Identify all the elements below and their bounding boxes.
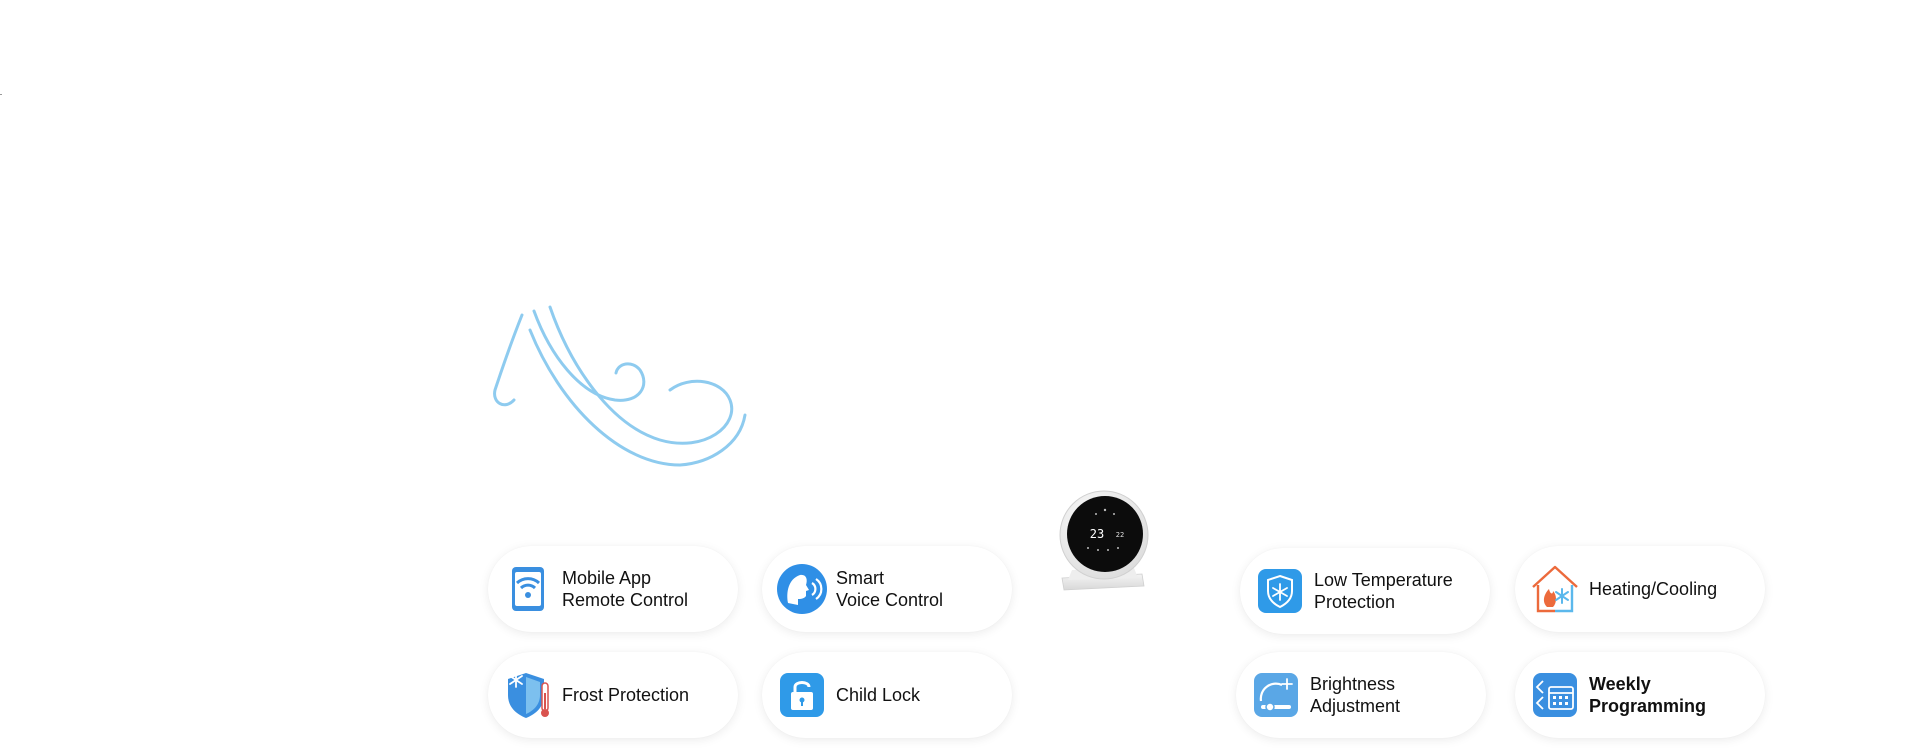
feature-label-line1: Weekly <box>1589 674 1651 694</box>
feature-label-line1: Brightness <box>1310 674 1396 694</box>
feature-card-voice-control: Smart Voice Control <box>762 546 1012 632</box>
feature-label-line1: Mobile App <box>562 568 652 588</box>
mobile-wifi-icon <box>502 563 554 615</box>
feature-card-child-lock: Child Lock <box>762 652 1012 738</box>
feature-card-mobile-app: Mobile App Remote Control <box>488 546 738 632</box>
feature-label-line2: Remote Control <box>562 590 689 610</box>
feature-label: Frost Protection <box>562 684 689 706</box>
brightness-icon <box>1250 669 1302 721</box>
frost-shield-thermometer-icon <box>502 669 554 721</box>
feature-label: Low Temperature Protection <box>1314 569 1453 613</box>
voice-icon <box>776 563 828 615</box>
shield-snowflake-icon <box>1254 565 1306 617</box>
edge-mark <box>0 94 2 95</box>
feature-label-line2: Protection <box>1314 592 1396 612</box>
feature-label-line2: Programming <box>1589 696 1707 716</box>
feature-label-line1: Child Lock <box>836 685 921 705</box>
feature-card-weekly-programming: Weekly Programming <box>1515 652 1765 738</box>
device-set-readout: 22 <box>1116 531 1124 539</box>
calendar-icon <box>1529 669 1581 721</box>
feature-label-line1: Heating/Cooling <box>1589 579 1718 599</box>
lock-icon <box>776 669 828 721</box>
feature-label: Weekly Programming <box>1589 673 1706 717</box>
feature-label: Smart Voice Control <box>836 567 943 611</box>
feature-label: Brightness Adjustment <box>1310 673 1400 717</box>
feature-label: Mobile App Remote Control <box>562 567 688 611</box>
feature-label-line1: Smart <box>836 568 885 588</box>
wind-swirl-icon <box>493 305 747 467</box>
feature-card-brightness: Brightness Adjustment <box>1236 652 1486 738</box>
feature-label-line2: Adjustment <box>1310 696 1401 716</box>
feature-label-line2: Voice Control <box>836 590 944 610</box>
feature-card-frost-protection: Frost Protection <box>488 652 738 738</box>
feature-card-heating-cooling: Heating/Cooling <box>1515 546 1765 632</box>
feature-label-line1: Frost Protection <box>562 685 690 705</box>
feature-label: Heating/Cooling <box>1589 578 1717 600</box>
thermostat-device-image: 23 22 <box>1059 490 1149 591</box>
feature-label-line1: Low Temperature <box>1314 570 1453 590</box>
device-temp-readout: 23 <box>1090 527 1104 541</box>
house-flame-snowflake-icon <box>1529 563 1581 615</box>
feature-label: Child Lock <box>836 684 920 706</box>
feature-card-low-temperature: Low Temperature Protection <box>1240 548 1490 634</box>
